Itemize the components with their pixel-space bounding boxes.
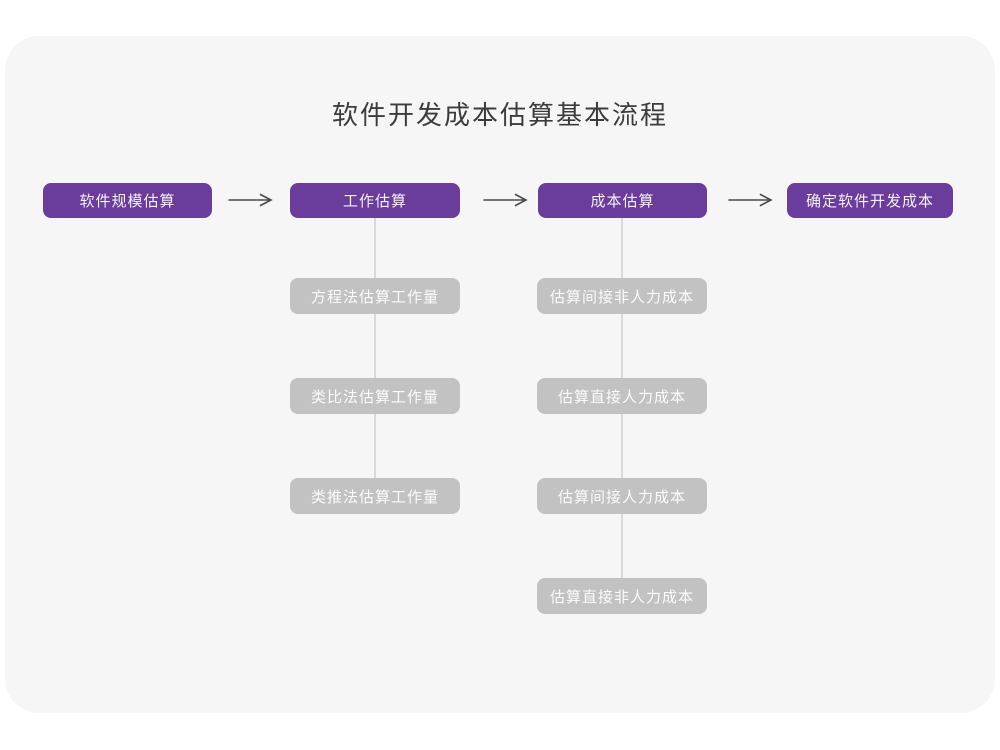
node-direct-labor-cost: 估算直接人力成本: [537, 378, 707, 414]
node-extrapolation-method: 类推法估算工作量: [290, 478, 460, 514]
node-work-estimation: 工作估算: [290, 183, 460, 218]
node-analogy-method: 类比法估算工作量: [290, 378, 460, 414]
connector-work-estimation: [374, 218, 376, 498]
node-cost-estimation: 成本估算: [538, 183, 707, 218]
node-software-scale-estimation: 软件规模估算: [43, 183, 212, 218]
node-direct-nonlabor-cost: 估算直接非人力成本: [537, 578, 707, 614]
arrow-right-icon: [228, 193, 273, 207]
node-equation-method: 方程法估算工作量: [290, 278, 460, 314]
arrow-right-icon: [728, 193, 773, 207]
diagram-canvas: [5, 36, 995, 713]
node-indirect-labor-cost: 估算间接人力成本: [537, 478, 707, 514]
arrow-right-icon: [483, 193, 528, 207]
node-indirect-nonlabor-cost: 估算间接非人力成本: [537, 278, 707, 314]
node-determine-development-cost: 确定软件开发成本: [787, 183, 953, 218]
diagram-title: 软件开发成本估算基本流程: [331, 100, 668, 130]
